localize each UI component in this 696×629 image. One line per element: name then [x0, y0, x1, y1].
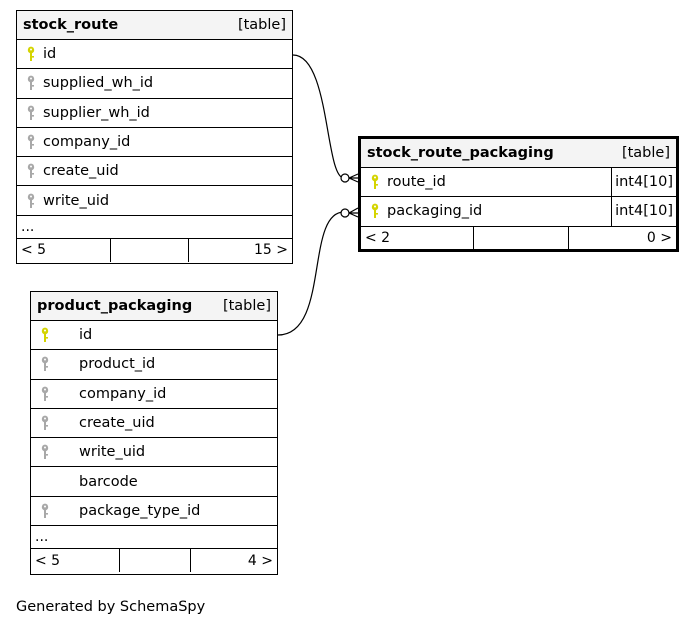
foreign-key-icon — [21, 105, 41, 121]
table-name[interactable]: stock_route_packaging — [367, 145, 554, 161]
column-name: supplier_wh_id — [43, 104, 150, 121]
column-type: int4[10] — [611, 168, 676, 197]
table-header[interactable]: stock_route [table] — [17, 11, 292, 40]
column-row[interactable]: write_uid — [17, 186, 292, 216]
foreign-key-icon — [35, 386, 55, 402]
column-row[interactable]: id — [31, 321, 277, 351]
column-row[interactable]: package_type_id — [31, 497, 277, 527]
foreign-key-icon — [21, 75, 41, 91]
column-name: company_id — [43, 134, 131, 151]
footer-middle — [474, 226, 569, 250]
parents-count[interactable]: < 2 — [361, 226, 474, 250]
foreign-key-icon — [21, 193, 41, 209]
column-row[interactable]: supplier_wh_id — [17, 99, 292, 128]
children-count[interactable]: 15 > — [254, 242, 288, 259]
column-row[interactable]: company_id — [31, 380, 277, 409]
column-name: company_id — [79, 385, 167, 402]
column-name: package_type_id — [79, 502, 201, 519]
table-kind: [table] — [222, 298, 271, 314]
table-footer: < 2 0 > — [361, 226, 676, 250]
children-count[interactable]: 0 > — [646, 230, 672, 247]
column-row[interactable]: company_id — [17, 128, 292, 158]
table-header[interactable]: stock_route_packaging [table] — [361, 139, 676, 168]
column-name: route_id — [387, 174, 446, 191]
column-name: id — [79, 327, 93, 344]
column-name: product_id — [79, 356, 156, 373]
column-row[interactable]: create_uid — [17, 157, 292, 187]
column-name: write_uid — [43, 192, 110, 209]
parents-count[interactable]: < 5 — [31, 549, 120, 573]
footer-middle — [111, 238, 189, 262]
parents-count[interactable]: < 5 — [17, 238, 111, 262]
relation-optional-marker — [340, 208, 350, 218]
more-columns: ... — [31, 526, 277, 550]
table-footer: < 5 4 > — [31, 549, 277, 573]
column-name: write_uid — [79, 444, 146, 461]
table-kind: [table] — [621, 145, 670, 161]
primary-key-icon — [365, 174, 385, 190]
foreign-key-icon — [35, 356, 55, 372]
primary-key-icon — [21, 46, 41, 62]
column-name: create_uid — [79, 415, 155, 432]
table-name[interactable]: stock_route — [23, 17, 119, 33]
relation-product-packaging-to-packaging-id — [277, 211, 345, 336]
foreign-key-icon — [21, 134, 41, 150]
relation-stock-route-to-route-id — [292, 54, 345, 179]
column-row[interactable]: product_id — [31, 350, 277, 380]
column-name: supplied_wh_id — [43, 75, 154, 92]
foreign-key-icon — [35, 503, 55, 519]
footer-middle — [120, 549, 191, 573]
table-footer: < 5 15 > — [17, 238, 292, 262]
relation-optional-marker — [340, 173, 350, 183]
column-row[interactable]: supplied_wh_id — [17, 69, 292, 99]
column-name: barcode — [79, 473, 138, 490]
column-row[interactable]: create_uid — [31, 409, 277, 439]
column-type: int4[10] — [611, 197, 676, 226]
column-row[interactable]: id — [17, 40, 292, 70]
column-row[interactable]: route_id int4[10] — [361, 168, 676, 198]
column-name: create_uid — [43, 163, 119, 180]
column-row[interactable]: write_uid — [31, 438, 277, 468]
column-name: packaging_id — [387, 203, 483, 220]
foreign-key-icon — [21, 163, 41, 179]
children-count[interactable]: 4 > — [247, 552, 273, 569]
more-columns: ... — [17, 216, 292, 239]
table-header[interactable]: product_packaging [table] — [31, 292, 277, 321]
primary-key-icon — [365, 203, 385, 219]
foreign-key-icon — [35, 444, 55, 460]
relation-many-marker — [348, 173, 359, 183]
foreign-key-icon — [35, 415, 55, 431]
column-row[interactable]: packaging_id int4[10] — [361, 197, 676, 227]
table-name[interactable]: product_packaging — [37, 298, 193, 314]
primary-key-icon — [35, 327, 55, 343]
relation-many-marker — [348, 207, 359, 218]
generated-by-caption: Generated by SchemaSpy — [16, 599, 206, 615]
column-row[interactable]: barcode — [31, 467, 277, 497]
table-kind: [table] — [237, 17, 286, 33]
column-name: id — [43, 46, 57, 63]
